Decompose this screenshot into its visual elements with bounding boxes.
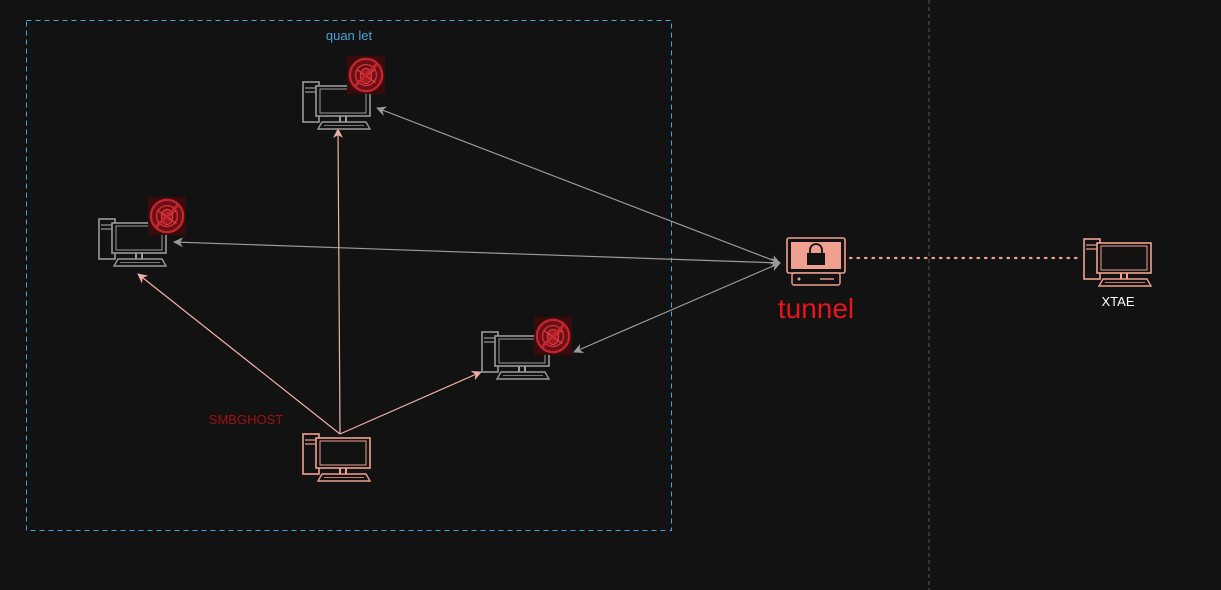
infected-icon	[534, 317, 572, 355]
edge-attacker-host-mid[interactable]	[339, 371, 482, 435]
host-left-computer[interactable]	[98, 197, 186, 267]
remote-computer[interactable]	[1083, 238, 1152, 287]
attacker-label: SMBGHOST	[209, 412, 283, 427]
host-mid-computer[interactable]	[481, 317, 572, 380]
edge-attacker-host-left[interactable]	[137, 273, 341, 435]
host-top-computer[interactable]	[302, 56, 385, 130]
lan-group-label: quan let	[326, 28, 373, 43]
infected-icon	[148, 197, 186, 235]
edge-tunnel-host-top[interactable]	[376, 106, 781, 265]
edge-attacker-host-top[interactable]	[333, 128, 344, 435]
lock-icon	[807, 243, 825, 265]
infected-icon	[347, 56, 385, 94]
tunnel-label: tunnel	[778, 293, 854, 324]
remote-label: XTAE	[1102, 294, 1135, 309]
edge-tunnel-host-mid[interactable]	[573, 261, 781, 354]
tunnel-device[interactable]	[786, 237, 846, 286]
edge-tunnel-host-left[interactable]	[173, 237, 781, 268]
attacker-computer[interactable]	[302, 433, 371, 482]
